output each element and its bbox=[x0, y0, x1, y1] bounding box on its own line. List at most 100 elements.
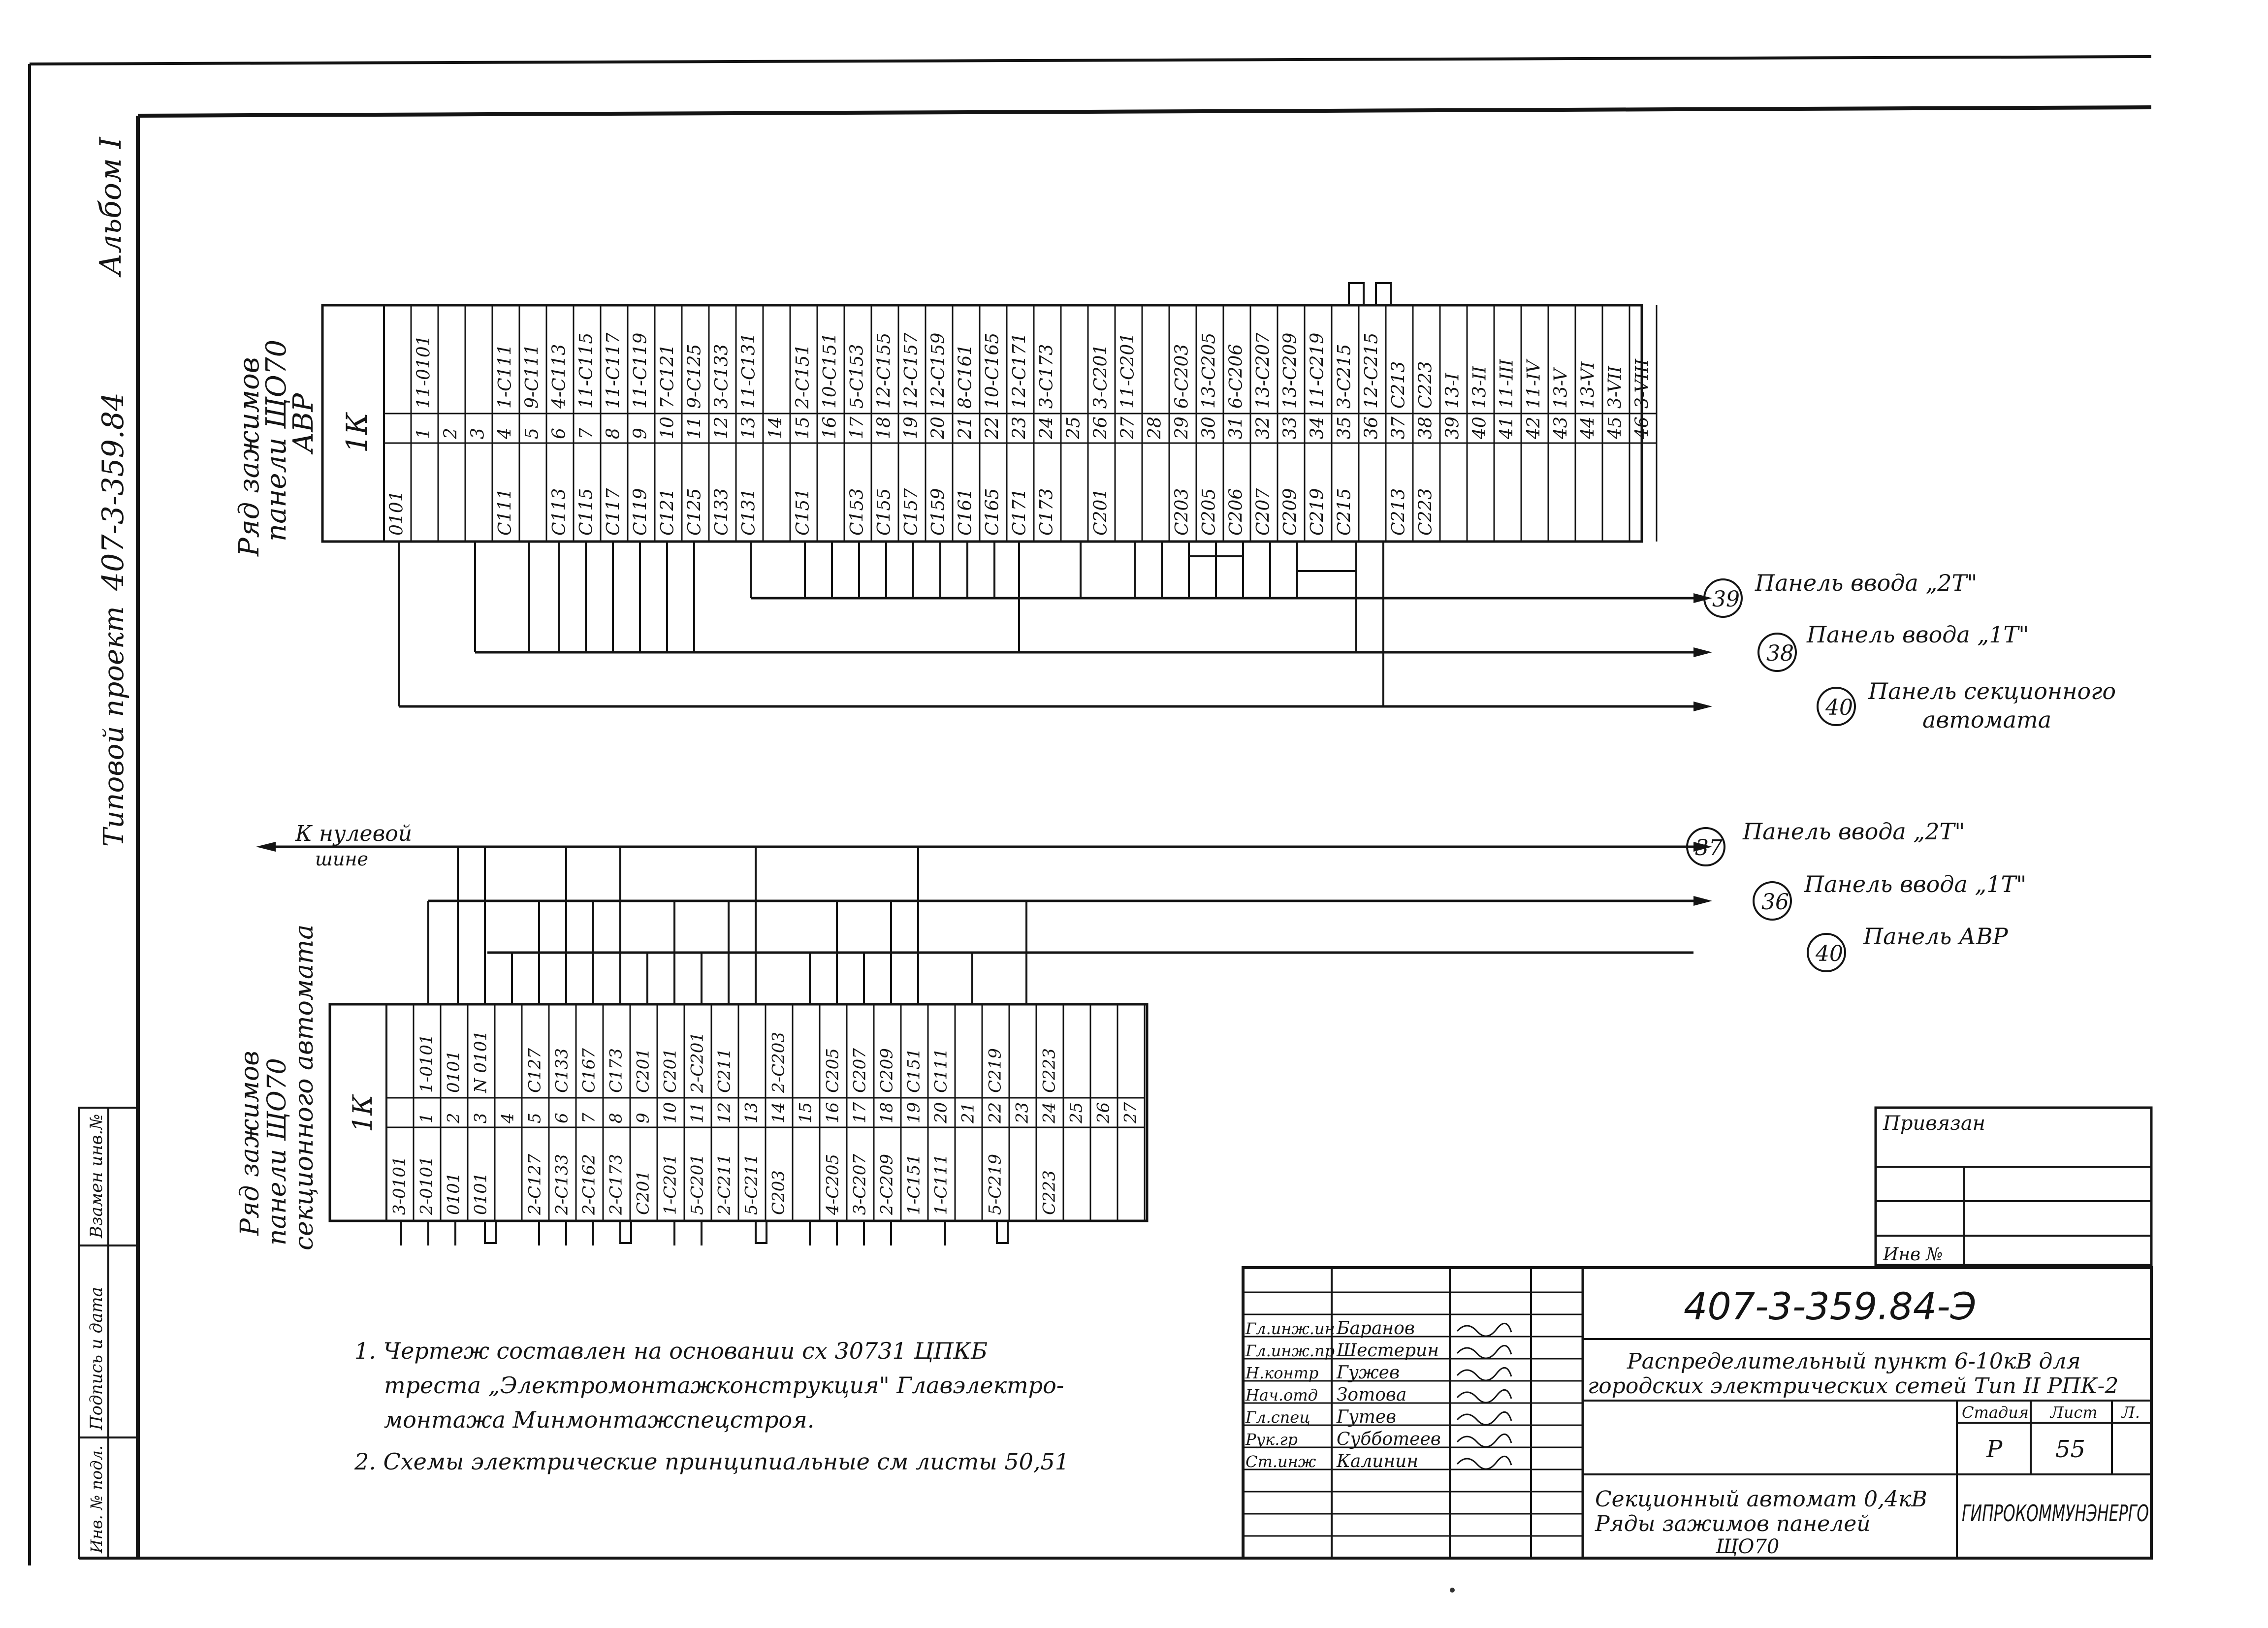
stage-value: Р bbox=[1986, 1436, 2003, 1463]
lead-marker-40-lower: 40 bbox=[1815, 941, 1843, 966]
sheets-label: Л. bbox=[2121, 1403, 2140, 1422]
upper-terminal-top-10: 7-С121 bbox=[657, 344, 677, 409]
upper-terminal-top-33: 13-С209 bbox=[1280, 333, 1300, 409]
upper-terminal-num-27: 27 bbox=[1118, 416, 1138, 440]
lower-terminal-bot-9: С201 bbox=[633, 1170, 653, 1215]
lower-wiring: К нулевой шине bbox=[256, 821, 1712, 1245]
lead-label-40-upper: Панель секционного bbox=[1868, 678, 2116, 704]
upper-terminal-num-24: 24 bbox=[1036, 416, 1056, 440]
lower-terminal-num-13: 13 bbox=[741, 1102, 761, 1123]
signer-role-5: Рук.гр bbox=[1245, 1430, 1298, 1449]
upper-terminal-bot-7: С115 bbox=[576, 488, 596, 536]
upper-terminal-top-15: 2-С151 bbox=[793, 344, 813, 409]
upper-terminal-num-33: 33 bbox=[1280, 416, 1300, 439]
upper-terminal-top-36: 12-С215 bbox=[1361, 333, 1381, 409]
upper-terminal-num-16: 16 bbox=[820, 416, 840, 439]
upper-terminal-num-3: 3 bbox=[468, 428, 488, 439]
upper-terminal-num-36: 36 bbox=[1361, 416, 1381, 439]
lower-terminal-num-24: 24 bbox=[1039, 1102, 1059, 1124]
lower-terminal-top-22: С219 bbox=[985, 1048, 1005, 1093]
lead-marker-37: 37 bbox=[1695, 835, 1723, 861]
lower-block-caption: Ряд зажимов панели ЩО70 секционного авто… bbox=[235, 925, 319, 1250]
upper-terminal-bot-37: С213 bbox=[1388, 488, 1408, 536]
lower-terminal-num-20: 20 bbox=[931, 1102, 951, 1124]
signature-scribble-3 bbox=[1456, 1389, 1512, 1404]
signature-scribble-5 bbox=[1456, 1434, 1512, 1448]
upper-terminal-top-43: 13-V bbox=[1551, 367, 1571, 409]
lower-terminal-num-19: 19 bbox=[904, 1102, 924, 1123]
lower-terminal-top-5: С127 bbox=[525, 1048, 544, 1093]
lower-caption-line-2: панели ЩО70 bbox=[262, 1058, 292, 1245]
sheet-title-line-2: Ряды зажимов панелей bbox=[1595, 1511, 1871, 1536]
lower-terminal-bot-8: 2-С173 bbox=[606, 1154, 626, 1215]
upper-terminal-top-16: 10-С151 bbox=[820, 333, 840, 409]
upper-terminal-num-42: 42 bbox=[1524, 416, 1544, 440]
upper-terminal-bot-12: С133 bbox=[711, 488, 732, 536]
upper-terminal-num-10: 10 bbox=[657, 416, 677, 439]
lower-terminal-bot-14: С203 bbox=[768, 1170, 788, 1215]
sheet-title-line-1: Секционный автомат 0,4кВ bbox=[1595, 1487, 1927, 1512]
lower-terminal-top-20: С111 bbox=[931, 1048, 951, 1093]
upper-terminal-top-42: 11-IV bbox=[1524, 358, 1544, 409]
left-stamp: Взамен инв.№ Подпись и дата Инв. № подл. bbox=[78, 1107, 139, 1559]
lower-terminal-num-5: 5 bbox=[525, 1113, 544, 1123]
upper-terminal-top-29: 6-С203 bbox=[1172, 344, 1192, 409]
lower-terminal-top-2: 0101 bbox=[444, 1050, 463, 1093]
lower-terminal-num-15: 15 bbox=[796, 1102, 815, 1123]
lower-terminal-bot-3: 0101 bbox=[471, 1172, 490, 1215]
organization-name: ГИПРОКОММУНЭНЕРГО bbox=[1962, 1500, 2149, 1527]
upper-terminal-top-26: 3-С201 bbox=[1090, 344, 1111, 409]
title-line-1: Распределительный пункт 6-10кВ для bbox=[1627, 1349, 2081, 1374]
upper-terminal-top-6: 4-С113 bbox=[549, 344, 569, 409]
upper-terminal-top-24: 3-С173 bbox=[1036, 344, 1056, 409]
doc-code: 407-3-359.84-Э bbox=[1684, 1284, 1977, 1328]
upper-terminal-num-1: 1 bbox=[414, 428, 434, 439]
upper-terminal-bot-19: С157 bbox=[901, 488, 921, 536]
upper-lead-markers: 39 Панель ввода „2Т" 38 Панель ввода „1Т… bbox=[1703, 570, 2116, 733]
upper-terminal-bot-9: С119 bbox=[630, 488, 650, 536]
lower-terminal-bot-5: 2-С127 bbox=[525, 1154, 544, 1215]
upper-terminal-top-22: 10-С165 bbox=[982, 333, 1002, 409]
lower-terminal-top-24: С223 bbox=[1039, 1048, 1059, 1093]
lower-terminal-bot-17: 3-С207 bbox=[850, 1154, 869, 1215]
upper-terminal-bot-22: С165 bbox=[982, 488, 1002, 536]
signature-scribble-6 bbox=[1456, 1456, 1512, 1470]
upper-terminal-num-25: 25 bbox=[1063, 416, 1084, 440]
upper-terminal-top-41: 11-III bbox=[1497, 359, 1517, 409]
lower-terminal-num-12: 12 bbox=[714, 1102, 734, 1123]
upper-terminal-num-20: 20 bbox=[928, 416, 948, 440]
stage-label: Стадия bbox=[1962, 1403, 2029, 1422]
lower-terminal-bot-2: 0101 bbox=[444, 1172, 463, 1215]
upper-terminal-bot-23: С171 bbox=[1009, 488, 1029, 536]
signer-name-3: Зотова bbox=[1337, 1385, 1406, 1405]
upper-terminal-top-1: 11-0101 bbox=[414, 335, 434, 409]
upper-terminal-num-38: 38 bbox=[1415, 416, 1436, 439]
lower-caption-line-1: Ряд зажимов bbox=[235, 1051, 265, 1236]
upper-terminal-top-19: 12-С157 bbox=[901, 333, 921, 409]
upper-caption-line-1: Ряд зажимов bbox=[233, 357, 265, 557]
lower-terminal-bot-22: 5-С219 bbox=[985, 1154, 1005, 1215]
upper-caption-line-3: АВР bbox=[287, 392, 319, 455]
lower-terminal-top-16: С205 bbox=[823, 1048, 842, 1093]
upper-terminal-bot-20: С159 bbox=[928, 488, 948, 536]
upper-terminal-top-23: 12-С171 bbox=[1009, 333, 1029, 409]
upper-terminal-bot-8: С117 bbox=[603, 488, 623, 536]
lower-terminal-bot-19: 1-С151 bbox=[904, 1154, 924, 1215]
lower-terminal-bot-6: 2-С133 bbox=[552, 1154, 572, 1215]
inner-frame-top bbox=[137, 105, 2152, 118]
upper-terminal-top-11: 9-С125 bbox=[684, 344, 704, 409]
upper-terminal-bot-35: С215 bbox=[1334, 488, 1354, 536]
upper-terminal-top-21: 8-С161 bbox=[955, 344, 975, 409]
upper-terminal-num-14: 14 bbox=[766, 416, 786, 439]
upper-terminal-num-23: 23 bbox=[1009, 416, 1029, 440]
upper-terminal-num-7: 7 bbox=[576, 428, 596, 439]
lower-terminal-num-11: 11 bbox=[687, 1102, 707, 1123]
lead-label-39: Панель ввода „2Т" bbox=[1755, 570, 1977, 596]
lower-lead-markers: 37 Панель ввода „2Т" 36 Панель ввода „1Т… bbox=[1686, 818, 2026, 972]
upper-terminal-num-32: 32 bbox=[1253, 416, 1273, 439]
upper-terminal-bot-38: С223 bbox=[1415, 488, 1436, 536]
